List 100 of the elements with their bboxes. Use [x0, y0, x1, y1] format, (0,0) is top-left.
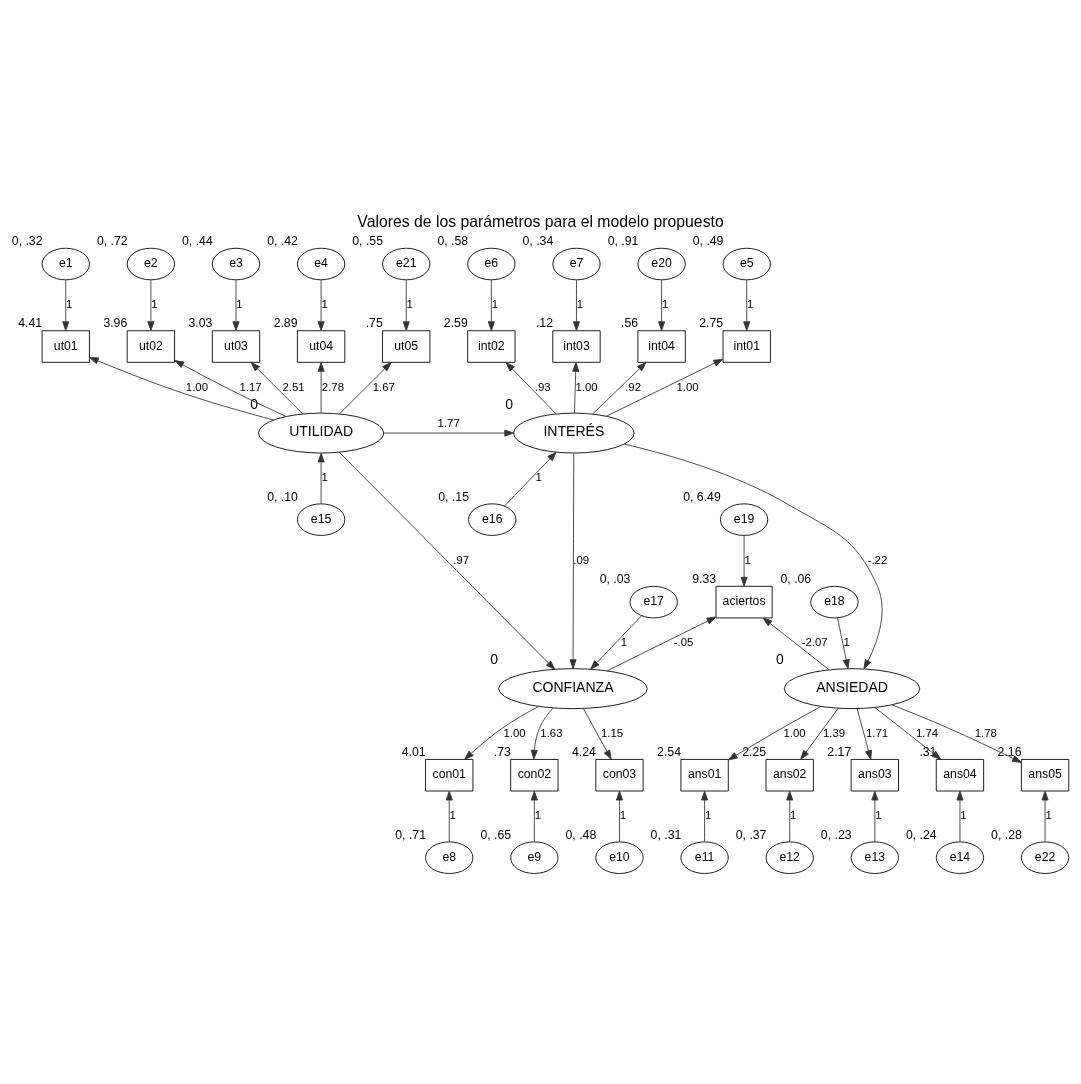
- arrow: [606, 616, 717, 672]
- edge-label: 1: [406, 298, 413, 311]
- node-label: 3.96: [103, 316, 128, 331]
- node-label: 0, .06: [780, 571, 812, 586]
- node-box: ut01: [41, 330, 90, 363]
- node-box: aciertos: [715, 585, 773, 619]
- arrow: [89, 357, 274, 421]
- node-box: ut02: [126, 330, 175, 363]
- node-label: 0, .10: [267, 489, 298, 504]
- node-label: 0, .91: [607, 233, 639, 248]
- node-label: 0, .23: [820, 827, 852, 842]
- edge-label: 1: [619, 809, 627, 822]
- arrow: [762, 617, 830, 671]
- node-label: 2.25: [742, 745, 767, 760]
- edge-label: 1.78: [974, 726, 997, 739]
- edge-label: 1.00: [783, 726, 806, 739]
- node-box: con01: [425, 758, 474, 792]
- edge-label: 1.15: [600, 726, 624, 739]
- arrow: [727, 706, 822, 761]
- node-label: 0: [490, 651, 499, 668]
- node-label: 0, .32: [11, 233, 43, 248]
- node-label: 2.17: [827, 745, 852, 760]
- node-label: 0, .03: [599, 571, 631, 586]
- arrow: [317, 362, 325, 414]
- arrow: [232, 279, 240, 331]
- node-label: 0, .71: [395, 827, 426, 842]
- arrow: [740, 535, 748, 587]
- arrow: [856, 708, 872, 760]
- node-label: 0, .55: [352, 233, 383, 248]
- diagram-title: Valores de los parámetros para el modelo propuesto: [357, 212, 724, 230]
- node-ellipse: e11: [680, 841, 729, 874]
- edge-label: 1.74: [915, 726, 939, 739]
- node-box: ut03: [211, 330, 261, 363]
- node-ellipse: e22: [1020, 841, 1070, 874]
- edge-label: 1: [66, 298, 73, 311]
- arrow: [338, 451, 556, 670]
- edge-label: 1: [236, 298, 243, 311]
- node-label: 0, .72: [96, 233, 128, 248]
- arrow: [623, 443, 883, 670]
- edge-label: 1.00: [503, 726, 526, 739]
- edge-label: 1.67: [372, 380, 395, 393]
- node-ellipse: e5: [722, 247, 771, 281]
- node-ellipse: e17: [629, 585, 678, 619]
- node-box: ut04: [297, 330, 346, 363]
- node-label: 2.75: [699, 316, 724, 331]
- edge-label: 1: [960, 809, 967, 822]
- edge-label: 1: [875, 809, 882, 822]
- node-label: 0, .49: [692, 233, 724, 248]
- node-box: con02: [510, 758, 559, 792]
- arrow: [339, 362, 392, 415]
- edge-label: 1: [151, 298, 158, 311]
- edge-label: 1.63: [540, 726, 563, 739]
- node-label: 2.54: [657, 745, 681, 760]
- arrow: [487, 279, 495, 331]
- node-label: 2.89: [273, 316, 298, 331]
- edge-label: 1.39: [822, 726, 846, 739]
- node-ellipse: e3: [211, 247, 261, 281]
- node-label: .75: [365, 316, 383, 331]
- node-label: 2.16: [997, 745, 1022, 760]
- node-box: int02: [467, 330, 516, 363]
- arrow: [174, 360, 287, 417]
- edge-label: 2.51: [282, 380, 305, 393]
- node-label: 0, .48: [565, 827, 597, 842]
- node-box: ans05: [1020, 758, 1070, 792]
- edge-label: .92: [625, 380, 641, 393]
- node-ellipse: e1: [41, 247, 90, 281]
- edge-label: 1: [704, 809, 712, 822]
- arrow: [743, 279, 751, 331]
- node-box: ans02: [765, 758, 814, 792]
- node-ellipse: e14: [935, 841, 985, 874]
- node-ellipse: e13: [850, 841, 899, 874]
- arrow: [530, 707, 554, 760]
- node-ellipse: e9: [510, 841, 559, 874]
- edge-label: 1.71: [865, 726, 889, 739]
- arrow: [317, 452, 325, 505]
- node-label: 9.33: [692, 571, 717, 586]
- arrow: [891, 704, 1022, 763]
- node-ellipse: e21: [382, 247, 431, 281]
- arrow: [445, 790, 453, 843]
- edge-label: 1.00: [676, 380, 699, 393]
- node-ellipse: e4: [297, 247, 346, 281]
- arrow: [505, 362, 557, 415]
- arrow: [402, 279, 410, 331]
- edge-label: 2.78: [321, 380, 345, 393]
- node-label: 0, 6.49: [683, 489, 721, 504]
- edge-label: 1.00: [575, 380, 598, 393]
- edge-label: 1: [790, 809, 797, 822]
- edge-label: 1: [620, 636, 628, 649]
- arrow: [582, 707, 612, 760]
- edge-label: -.22: [867, 553, 888, 566]
- arrow: [658, 279, 666, 331]
- node-ellipse: e10: [595, 841, 644, 874]
- node-ellipse: e18: [810, 585, 859, 619]
- edge-label: .09: [573, 553, 590, 566]
- arrow: [572, 279, 580, 331]
- edge-label: 1.00: [185, 380, 209, 393]
- node-ellipse: e16: [468, 503, 517, 536]
- node-ellipse: e8: [425, 841, 474, 874]
- arrow: [701, 790, 709, 843]
- node-label: 3.03: [188, 316, 213, 331]
